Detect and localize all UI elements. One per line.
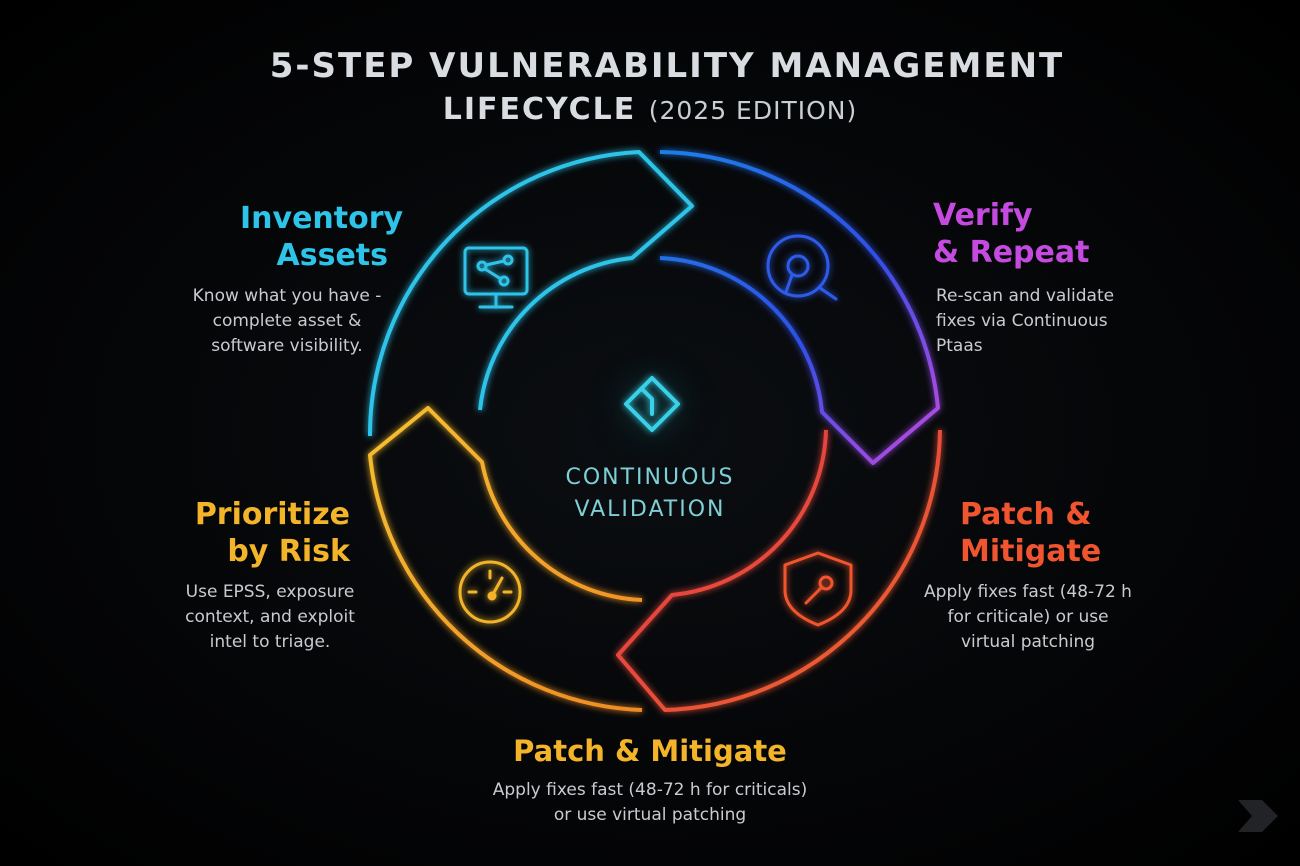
step-inventory-desc: Know what you have - complete asset & so… [192,286,382,356]
step-verify-title: Verify & Repeat [933,198,1090,270]
diamond-arrow-icon [624,376,680,432]
shield-wrench-icon [783,551,853,627]
center-label: CONTINUOUS VALIDATION [565,465,735,522]
step-patch-bottom-title: Patch & Mitigate [513,734,787,768]
page-title-line2: LIFECYCLE (2025 EDITION) [0,92,1300,127]
step-patch-right-desc: Apply fixes fast (48-72 h for criticale)… [924,582,1132,652]
step-inventory-title: Inventory Assets [240,201,404,273]
page-title-edition: (2025 EDITION) [648,96,858,125]
segment-verify [659,150,940,465]
page-title-line1: 5-STEP VULNERABILITY MANAGEMENT [269,46,1065,86]
monitor-network-icon [463,246,529,309]
page-title-lifecycle: LIFECYCLE [442,92,637,127]
gauge-icon [458,560,522,624]
step-prioritize-title: Prioritize by Risk [194,497,350,569]
step-prioritize-desc: Use EPSS, exposure context, and exploit … [185,582,355,652]
step-patch-right-title: Patch & Mitigate [960,497,1102,569]
segment-inventory [367,150,694,437]
step-verify-desc: Re-scan and validate fixes via Continuou… [936,286,1115,356]
step-patch-bottom-desc: Apply fixes fast (48-72 h for criticals)… [492,780,808,825]
segment-prioritize [368,406,643,712]
segment-patch-mitigate [616,429,942,712]
scan-target-icon [766,234,838,301]
arrow-logo-icon [1238,800,1278,832]
